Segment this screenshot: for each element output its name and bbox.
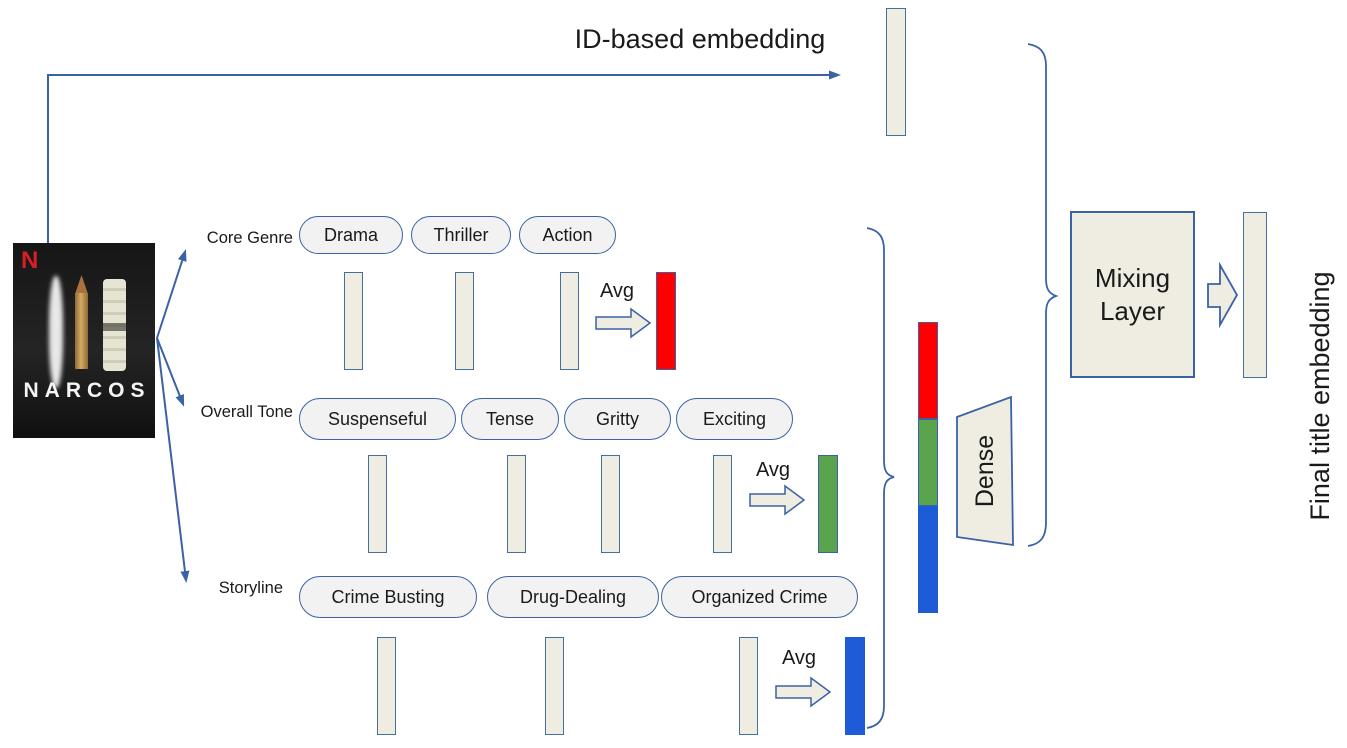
token-embedding-bar bbox=[507, 455, 526, 553]
tone-avg-embedding-bar bbox=[818, 455, 838, 553]
tag-pill-thriller: Thriller bbox=[411, 216, 511, 254]
tag-pill-drama: Drama bbox=[299, 216, 403, 254]
bullet-body-graphic bbox=[75, 293, 88, 369]
avg-label-genre: Avg bbox=[599, 280, 635, 302]
avg-block-arrow-genre bbox=[595, 307, 652, 339]
storyline-avg-embedding-bar bbox=[845, 637, 865, 735]
avg-label-tone: Avg bbox=[755, 459, 791, 481]
avg-block-arrow-storyline bbox=[775, 676, 832, 708]
tag-pill-crime-busting: Crime Busting bbox=[299, 576, 477, 618]
mixing-layer-box: Mixing Layer bbox=[1070, 211, 1195, 378]
concat-bar-genre-segment bbox=[918, 322, 938, 419]
token-embedding-bar bbox=[368, 455, 387, 553]
row-label-overall-tone: Overall Tone bbox=[200, 403, 293, 421]
final-embedding-bar bbox=[1243, 212, 1267, 378]
dense-layer-trapezoid bbox=[956, 395, 1014, 547]
id-embedding-bar bbox=[886, 8, 906, 136]
mixing-layer-label: Mixing Layer bbox=[1094, 263, 1171, 326]
storyline-arrow bbox=[156, 337, 190, 583]
id-embedding-arrow bbox=[47, 70, 841, 243]
token-embedding-bar bbox=[560, 272, 579, 370]
token-embedding-bar bbox=[545, 637, 564, 735]
tag-pill-tense: Tense bbox=[461, 398, 559, 440]
token-embedding-bar bbox=[377, 637, 396, 735]
row-label-core-genre: Core Genre bbox=[206, 229, 293, 247]
mixing-input-brace bbox=[1027, 43, 1059, 547]
dense-layer-label: Dense bbox=[970, 434, 999, 508]
avg-label-storyline: Avg bbox=[781, 647, 817, 669]
id-embedding-label: ID-based embedding bbox=[574, 24, 826, 54]
netflix-n-logo: N bbox=[21, 247, 39, 274]
core-genre-arrow bbox=[156, 249, 187, 339]
row-label-storyline: Storyline bbox=[218, 579, 283, 597]
avg-block-arrow-tone bbox=[749, 484, 806, 516]
final-embedding-label: Final title embedding bbox=[1304, 271, 1335, 521]
tag-pill-gritty: Gritty bbox=[564, 398, 671, 440]
narcos-poster: N NARCOS bbox=[13, 243, 155, 438]
poster-title: NARCOS bbox=[23, 379, 151, 402]
concat-bar-storyline-segment bbox=[918, 506, 938, 613]
token-embedding-bar bbox=[739, 637, 758, 735]
tag-pill-drug-dealing: Drug-Dealing bbox=[487, 576, 659, 618]
token-embedding-bar bbox=[455, 272, 474, 370]
tag-pill-organized-crime: Organized Crime bbox=[661, 576, 858, 618]
token-embedding-bar bbox=[344, 272, 363, 370]
token-embedding-bar bbox=[713, 455, 732, 553]
tag-pill-action: Action bbox=[519, 216, 616, 254]
overall-tone-arrow bbox=[156, 337, 185, 407]
tag-pill-suspenseful: Suspenseful bbox=[299, 398, 456, 440]
bullet-tip-graphic bbox=[75, 275, 88, 294]
concat-bar-tone-segment bbox=[918, 419, 938, 506]
money-roll-graphic bbox=[103, 279, 126, 371]
cocaine-line-graphic bbox=[49, 276, 63, 388]
concat-brace bbox=[866, 227, 895, 729]
genre-avg-embedding-bar bbox=[656, 272, 676, 370]
tag-pill-exciting: Exciting bbox=[676, 398, 793, 440]
mixing-output-arrow bbox=[1207, 261, 1239, 329]
token-embedding-bar bbox=[601, 455, 620, 553]
